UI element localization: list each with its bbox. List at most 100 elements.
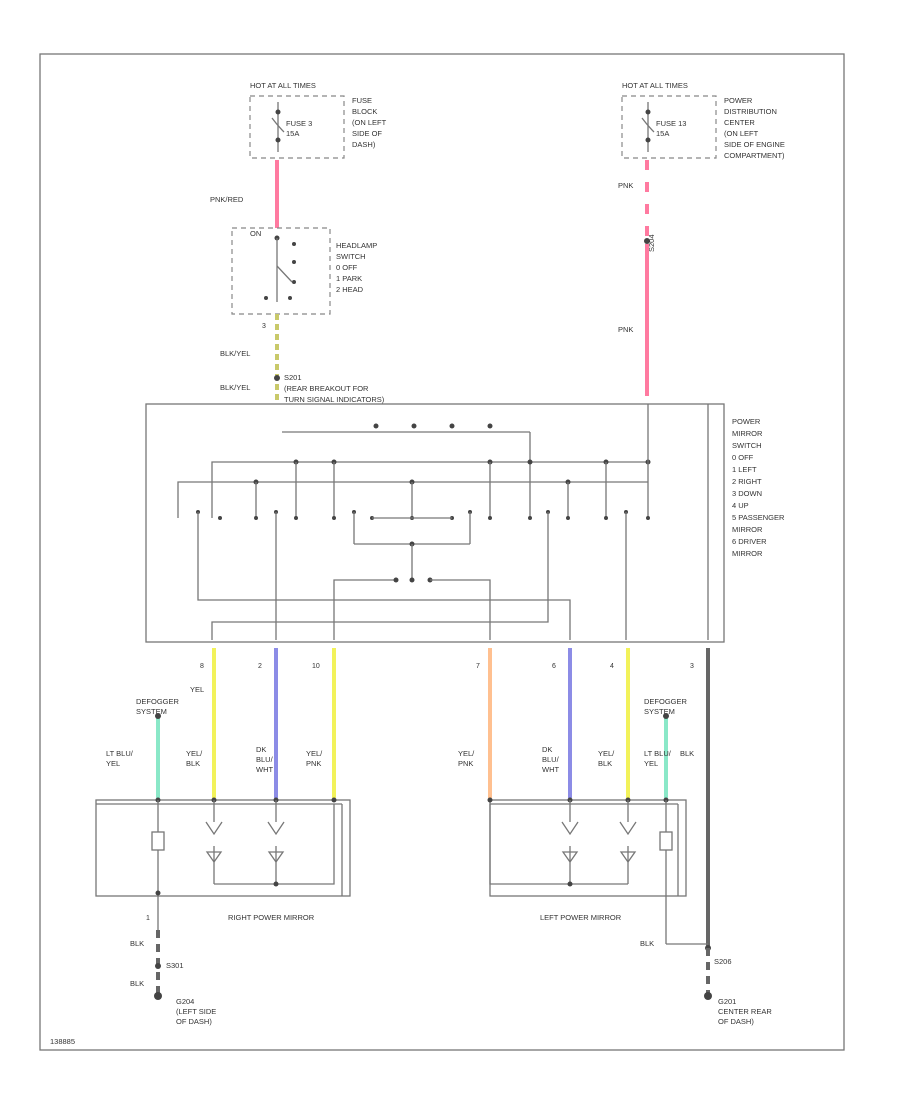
headlamp-pin: 3 xyxy=(262,323,266,330)
ground-g201-2: CENTER REAR xyxy=(718,1007,772,1016)
switch-pin-7: 7 xyxy=(476,663,480,670)
dk-blu-wht-right-2: BLU/ xyxy=(542,755,560,764)
right-fuse-loc-3: CENTER xyxy=(724,118,755,127)
right-fuse-label-2: 15A xyxy=(656,129,669,138)
dk-blu-wht-left-3: WHT xyxy=(256,765,273,774)
left-fuse-hot-label: HOT AT ALL TIMES xyxy=(250,81,316,90)
headlamp-switch: ON HEADLAMP SWITCH 0 OFF 1 PARK 2 HEAD 3 xyxy=(231,227,377,330)
switch-title-2: MIRROR xyxy=(732,429,763,438)
switch-pin-6: 6 xyxy=(552,663,556,670)
ground-pin-1: 1 xyxy=(146,915,150,922)
switch-title-5: 1 LEFT xyxy=(732,465,757,474)
ground-g201-1: G201 xyxy=(718,997,736,1006)
switch-title-3: SWITCH xyxy=(732,441,762,450)
lt-blu-yel-right-2: YEL xyxy=(644,759,658,768)
ground-g204-2: (LEFT SIDE xyxy=(176,1007,216,1016)
switch-pin-4: 4 xyxy=(610,663,614,670)
switch-pin-8: 8 xyxy=(200,663,204,670)
yel-blk-left-2: BLK xyxy=(186,759,200,768)
switch-title-6: 2 RIGHT xyxy=(732,477,762,486)
lt-blu-yel-left-2: YEL xyxy=(106,759,120,768)
footer-code: 138885 xyxy=(50,1037,75,1046)
ground-blk-2: BLK xyxy=(130,979,144,988)
right-power-mirror: RIGHT POWER MIRROR xyxy=(95,797,351,930)
yel-pnk-right-2: PNK xyxy=(458,759,473,768)
yel-blk-right-2: BLK xyxy=(598,759,612,768)
ground-blk-1: BLK xyxy=(130,939,144,948)
right-fuse-loc-5: SIDE OF ENGINE xyxy=(724,140,785,149)
headlamp-on-label: ON xyxy=(250,229,261,238)
right-fuse-loc-6: COMPARTMENT) xyxy=(724,151,785,160)
right-fuse-block: HOT AT ALL TIMES FUSE 13 15A POWER DISTR… xyxy=(621,81,785,160)
right-fuse-label-1: FUSE 13 xyxy=(656,119,686,128)
defogger-left-1: DEFOGGER xyxy=(136,697,180,706)
ground-blk-3: BLK xyxy=(640,939,654,948)
headlamp-title-4: 1 PARK xyxy=(336,274,362,283)
blk-right-label: BLK xyxy=(680,749,694,758)
breakout-label-1: (REAR BREAKOUT FOR xyxy=(284,384,369,393)
switch-title-8: 4 UP xyxy=(732,501,749,510)
lt-blu-yel-right-1: LT BLU/ xyxy=(644,749,672,758)
left-fuse-loc-5: DASH) xyxy=(352,140,376,149)
ground-right: BLK S206 G201 CENTER REAR OF DASH) xyxy=(640,939,772,1026)
ground-s301: S301 xyxy=(166,961,184,970)
switch-title-1: POWER xyxy=(732,417,761,426)
defogger-left-2: SYSTEM xyxy=(136,707,167,716)
left-fuse-loc-2: BLOCK xyxy=(352,107,377,116)
breakout-label-2: TURN SIGNAL INDICATORS) xyxy=(284,395,385,404)
yel-pnk-left-1: YEL/ xyxy=(306,749,323,758)
switch-pin-2: 2 xyxy=(258,663,262,670)
defogger-right-1: DEFOGGER xyxy=(644,697,688,706)
headlamp-title-5: 2 HEAD xyxy=(336,285,364,294)
ground-left: 1 BLK S301 BLK G204 (LEFT SIDE OF DASH) xyxy=(130,915,216,1026)
left-power-mirror: LEFT POWER MIRROR xyxy=(487,797,687,944)
right-fuse-loc-4: (ON LEFT xyxy=(724,129,759,138)
yel-label: YEL xyxy=(190,685,204,694)
splice-s201 xyxy=(274,375,280,381)
switch-title-7: 3 DOWN xyxy=(732,489,762,498)
headlamp-title-1: HEADLAMP xyxy=(336,241,377,250)
dk-blu-wht-right-1: DK xyxy=(542,745,552,754)
dk-blu-wht-left-2: BLU/ xyxy=(256,755,274,764)
yel-pnk-left-2: PNK xyxy=(306,759,321,768)
lt-blu-yel-left-1: LT BLU/ xyxy=(106,749,134,758)
right-mirror-label: RIGHT POWER MIRROR xyxy=(228,913,315,922)
yel-blk-left-1: YEL/ xyxy=(186,749,203,758)
right-fuse-hot-label: HOT AT ALL TIMES xyxy=(622,81,688,90)
switch-title-11: 6 DRIVER xyxy=(732,537,767,546)
dk-blu-wht-right-3: WHT xyxy=(542,765,559,774)
switch-title-9: 5 PASSENGER xyxy=(732,513,785,522)
pnk-upper-label: PNK xyxy=(618,181,633,190)
left-mirror-label: LEFT POWER MIRROR xyxy=(540,913,622,922)
ground-g201-3: OF DASH) xyxy=(718,1017,754,1026)
ground-s206: S206 xyxy=(714,957,732,966)
switch-pin-10: 10 xyxy=(312,663,320,670)
right-fuse-loc-2: DISTRIBUTION xyxy=(724,107,777,116)
splice-s204 xyxy=(644,238,650,244)
diagram-frame xyxy=(39,53,845,1051)
ground-g204-1: G204 xyxy=(176,997,194,1006)
s204-label: S204 xyxy=(647,234,656,252)
left-fuse-block: HOT AT ALL TIMES FUSE 3 15A FUSE BLOCK (… xyxy=(249,81,387,159)
pnk-red-label: PNK/RED xyxy=(210,195,244,204)
left-fuse-loc-4: SIDE OF xyxy=(352,129,382,138)
switch-title-12: MIRROR xyxy=(732,549,763,558)
right-fuse-loc-1: POWER xyxy=(724,96,753,105)
left-fuse-loc-3: (ON LEFT xyxy=(352,118,387,127)
headlamp-title-3: 0 OFF xyxy=(336,263,358,272)
yel-pnk-right-1: YEL/ xyxy=(458,749,475,758)
blk-yel-label-2: BLK/YEL xyxy=(220,383,250,392)
left-fuse-label-2: 15A xyxy=(286,129,299,138)
ground-g204-3: OF DASH) xyxy=(176,1017,212,1026)
left-fuse-label-1: FUSE 3 xyxy=(286,119,312,128)
s201-label: S201 xyxy=(284,373,302,382)
power-mirror-switch: POWER MIRROR SWITCH 0 OFF 1 LEFT 2 RIGHT… xyxy=(145,403,785,670)
yel-blk-right-1: YEL/ xyxy=(598,749,615,758)
switch-title-10: MIRROR xyxy=(732,525,763,534)
switch-title-4: 0 OFF xyxy=(732,453,754,462)
dk-blu-wht-left-1: DK xyxy=(256,745,266,754)
defogger-right-2: SYSTEM xyxy=(644,707,675,716)
pnk-lower-label: PNK xyxy=(618,325,633,334)
headlamp-title-2: SWITCH xyxy=(336,252,366,261)
